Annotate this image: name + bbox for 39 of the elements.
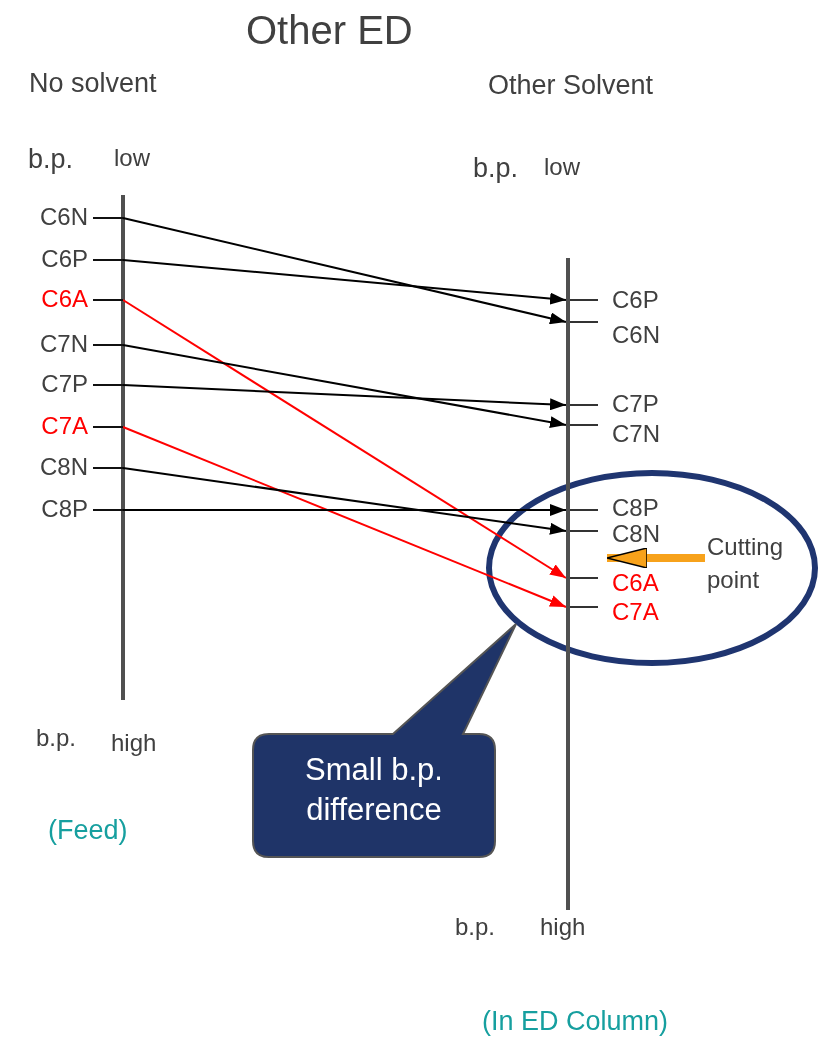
component-label: C7A (612, 601, 659, 623)
arrow (122, 217, 567, 325)
arrow (122, 384, 567, 411)
axis-label: high (540, 913, 586, 941)
arrow (122, 467, 567, 535)
component-label: C6N (612, 324, 660, 346)
arrow (122, 299, 567, 579)
component-label: C7P (41, 370, 88, 398)
column-heading: Other Solvent (488, 70, 654, 101)
component-label: C7N (40, 330, 88, 358)
arrow (122, 344, 567, 429)
axis-label: b.p. (473, 153, 519, 184)
axis-label: high (111, 729, 157, 757)
arrow (122, 504, 567, 516)
component-label: C6N (40, 203, 88, 231)
axis-label: b.p. (36, 724, 77, 752)
axis-label: b.p. (28, 144, 74, 175)
axis-label: low (114, 144, 150, 172)
callout-text: Small b.p. difference (304, 751, 444, 829)
component-label: C6A (612, 572, 659, 594)
component-label: C8P (612, 497, 659, 519)
axis-label: low (544, 153, 580, 181)
stream-label: (In ED Column) (482, 1006, 669, 1037)
axis-label: b.p. (455, 913, 496, 941)
arrow (122, 426, 567, 608)
component-label: C7N (612, 423, 660, 445)
diagram-title: Other ED (246, 8, 413, 53)
column-heading: No solvent (29, 68, 157, 99)
component-label: C6P (41, 245, 88, 273)
component-label: C7A (41, 412, 88, 440)
component-label: C6A (41, 285, 88, 313)
annotation-text: Cutting point (707, 530, 807, 596)
arrow (122, 259, 567, 305)
component-label: C8N (40, 453, 88, 481)
stream-label: (Feed) (48, 815, 128, 846)
component-label: C8N (612, 523, 660, 545)
component-label: C6P (612, 289, 659, 311)
component-label: C7P (612, 393, 659, 415)
component-label: C8P (41, 495, 88, 523)
